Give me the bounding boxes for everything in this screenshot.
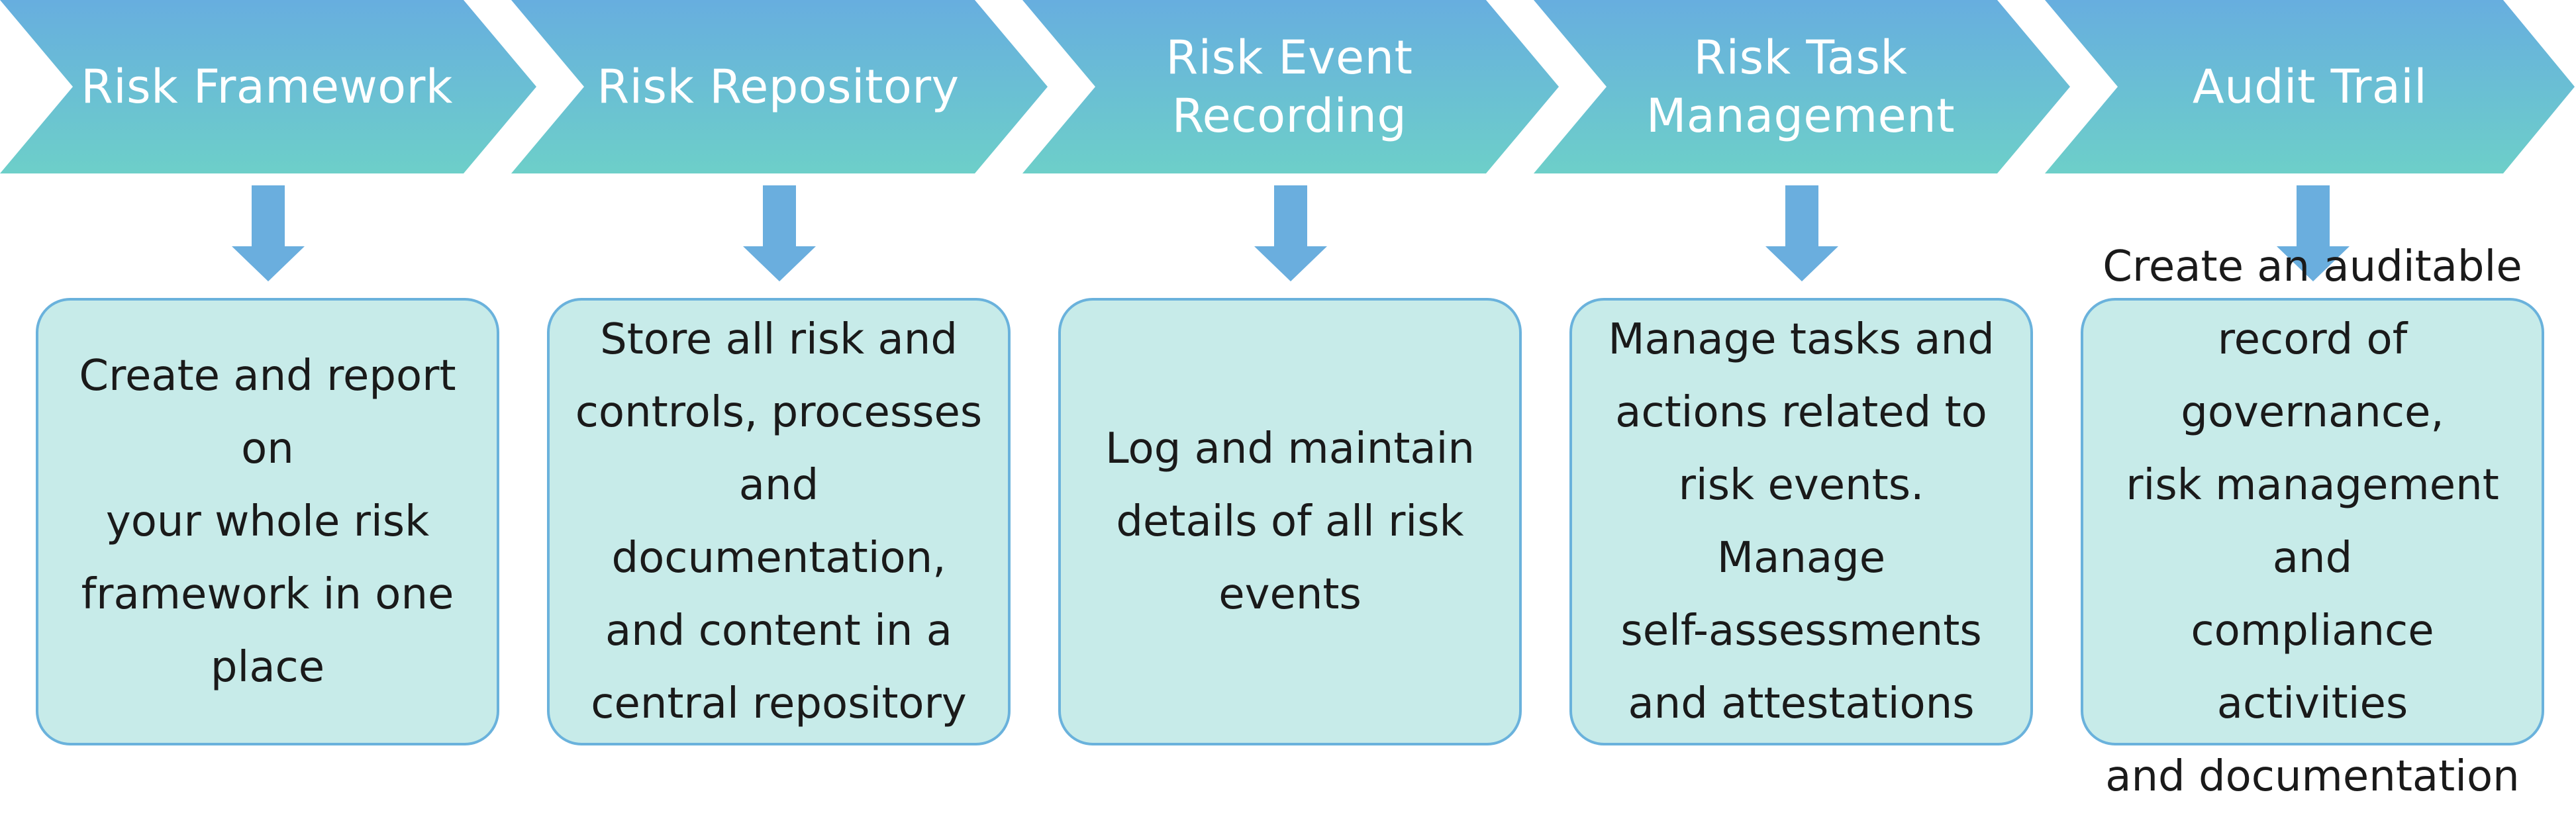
arrow-down-icon bbox=[1254, 185, 1327, 281]
step-4-description: Manage tasks and actions related to risk… bbox=[1608, 315, 1995, 728]
arrow-down-icon bbox=[232, 185, 305, 281]
chevron-row bbox=[0, 0, 2575, 173]
arrow-down-icon bbox=[2277, 185, 2350, 281]
arrow-down-icon bbox=[1765, 185, 1838, 281]
chevron-step-5 bbox=[2045, 0, 2575, 173]
step-2-description: Store all risk and controls, processes a… bbox=[575, 315, 983, 728]
step-4-title: Risk Task Management bbox=[1646, 30, 1956, 143]
arrow-down-icon bbox=[743, 185, 816, 281]
step-3-description-box: Log and maintain details of all risk eve… bbox=[1058, 298, 1522, 745]
chevron-step-4 bbox=[1534, 0, 2070, 173]
step-3-title: Risk Event Recording bbox=[1165, 30, 1413, 143]
step-5-title: Audit Trail bbox=[2192, 60, 2428, 114]
step-1-description-box: Create and report on your whole risk fra… bbox=[36, 298, 499, 745]
step-1-description: Create and report on your whole risk fra… bbox=[79, 352, 456, 692]
step-5-description: Create an auditable record of governance… bbox=[2103, 242, 2522, 801]
step-4-description-box: Manage tasks and actions related to risk… bbox=[1569, 298, 2033, 745]
chevron-step-1 bbox=[0, 0, 536, 173]
step-2-description-box: Store all risk and controls, processes a… bbox=[547, 298, 1011, 745]
chevron-step-2 bbox=[511, 0, 1048, 173]
step-5-description-box: Create an auditable record of governance… bbox=[2081, 242, 2544, 801]
step-3-description: Log and maintain details of all risk eve… bbox=[1105, 424, 1475, 619]
chevron-step-3 bbox=[1022, 0, 1559, 173]
step-1-title: Risk Framework bbox=[81, 60, 453, 114]
step-2-title: Risk Repository bbox=[597, 60, 960, 114]
